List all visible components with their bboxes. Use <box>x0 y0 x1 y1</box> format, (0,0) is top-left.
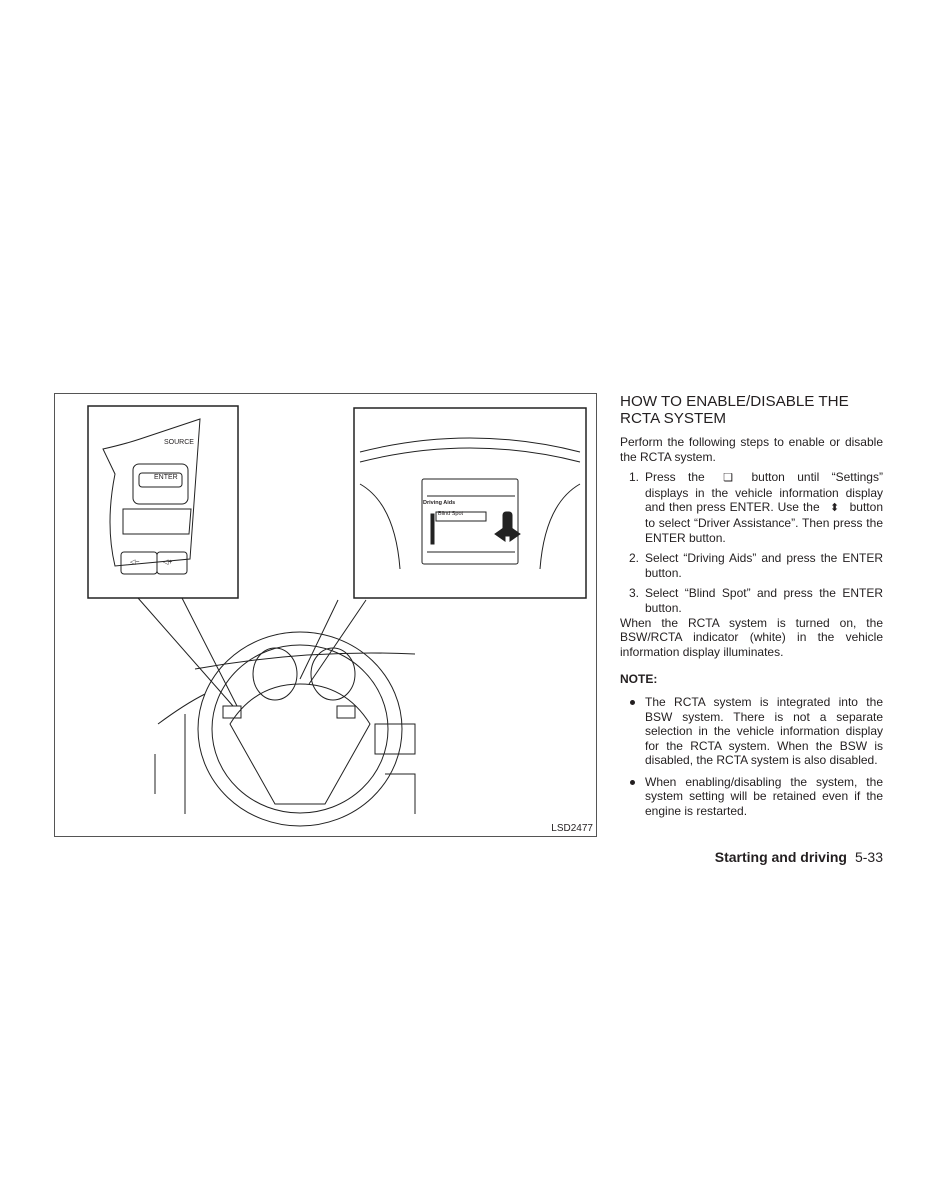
volume-down-label: ◁− <box>130 559 140 566</box>
step-item: 2.Select “Driving Aids” and press the EN… <box>629 551 883 580</box>
page-footer: Starting and driving 5-33 <box>680 849 883 865</box>
steering-switch-illustration: SOURCE ENTER ◁− ◁+ Driving Aids Blind Sp… <box>54 393 597 837</box>
footer-section: Starting and driving <box>714 849 847 865</box>
enter-button-label: ENTER <box>154 474 178 481</box>
step-item: 1.Press the ❏ button until “Settings” di… <box>629 470 883 545</box>
bullet-icon <box>630 699 635 705</box>
intro-paragraph: Perform the following steps to enable or… <box>620 435 883 464</box>
display-button-icon: ❏ <box>723 472 734 485</box>
after-paragraph: When the RCTA system is turned on, the B… <box>620 615 883 659</box>
up-down-arrow-icon: ⬍ <box>830 502 840 515</box>
note-item: When enabling/disabling the system, the … <box>620 775 883 819</box>
figure-code: LSD2477 <box>551 823 593 834</box>
step-item: 3.Select “Blind Spot” and press the ENTE… <box>629 586 883 615</box>
source-button-label: SOURCE <box>164 439 194 446</box>
note-label: NOTE: <box>620 672 658 687</box>
display-selected-item: Blind Spot <box>438 511 464 517</box>
page-number: 5-33 <box>854 849 883 865</box>
note-item: The RCTA system is integrated into the B… <box>620 695 883 768</box>
steps-list: 1.Press the ❏ button until “Settings” di… <box>620 470 883 615</box>
notes-list: The RCTA system is integrated into the B… <box>620 695 883 819</box>
section-heading: HOW TO ENABLE/DISABLE THE RCTA SYSTEM <box>620 393 849 427</box>
display-menu-title: Driving Aids <box>423 500 456 506</box>
bullet-icon <box>630 779 635 785</box>
volume-up-label: ◁+ <box>163 559 173 566</box>
section-text: HOW TO ENABLE/DISABLE THE RCTA SYSTEM Pe… <box>620 393 883 826</box>
